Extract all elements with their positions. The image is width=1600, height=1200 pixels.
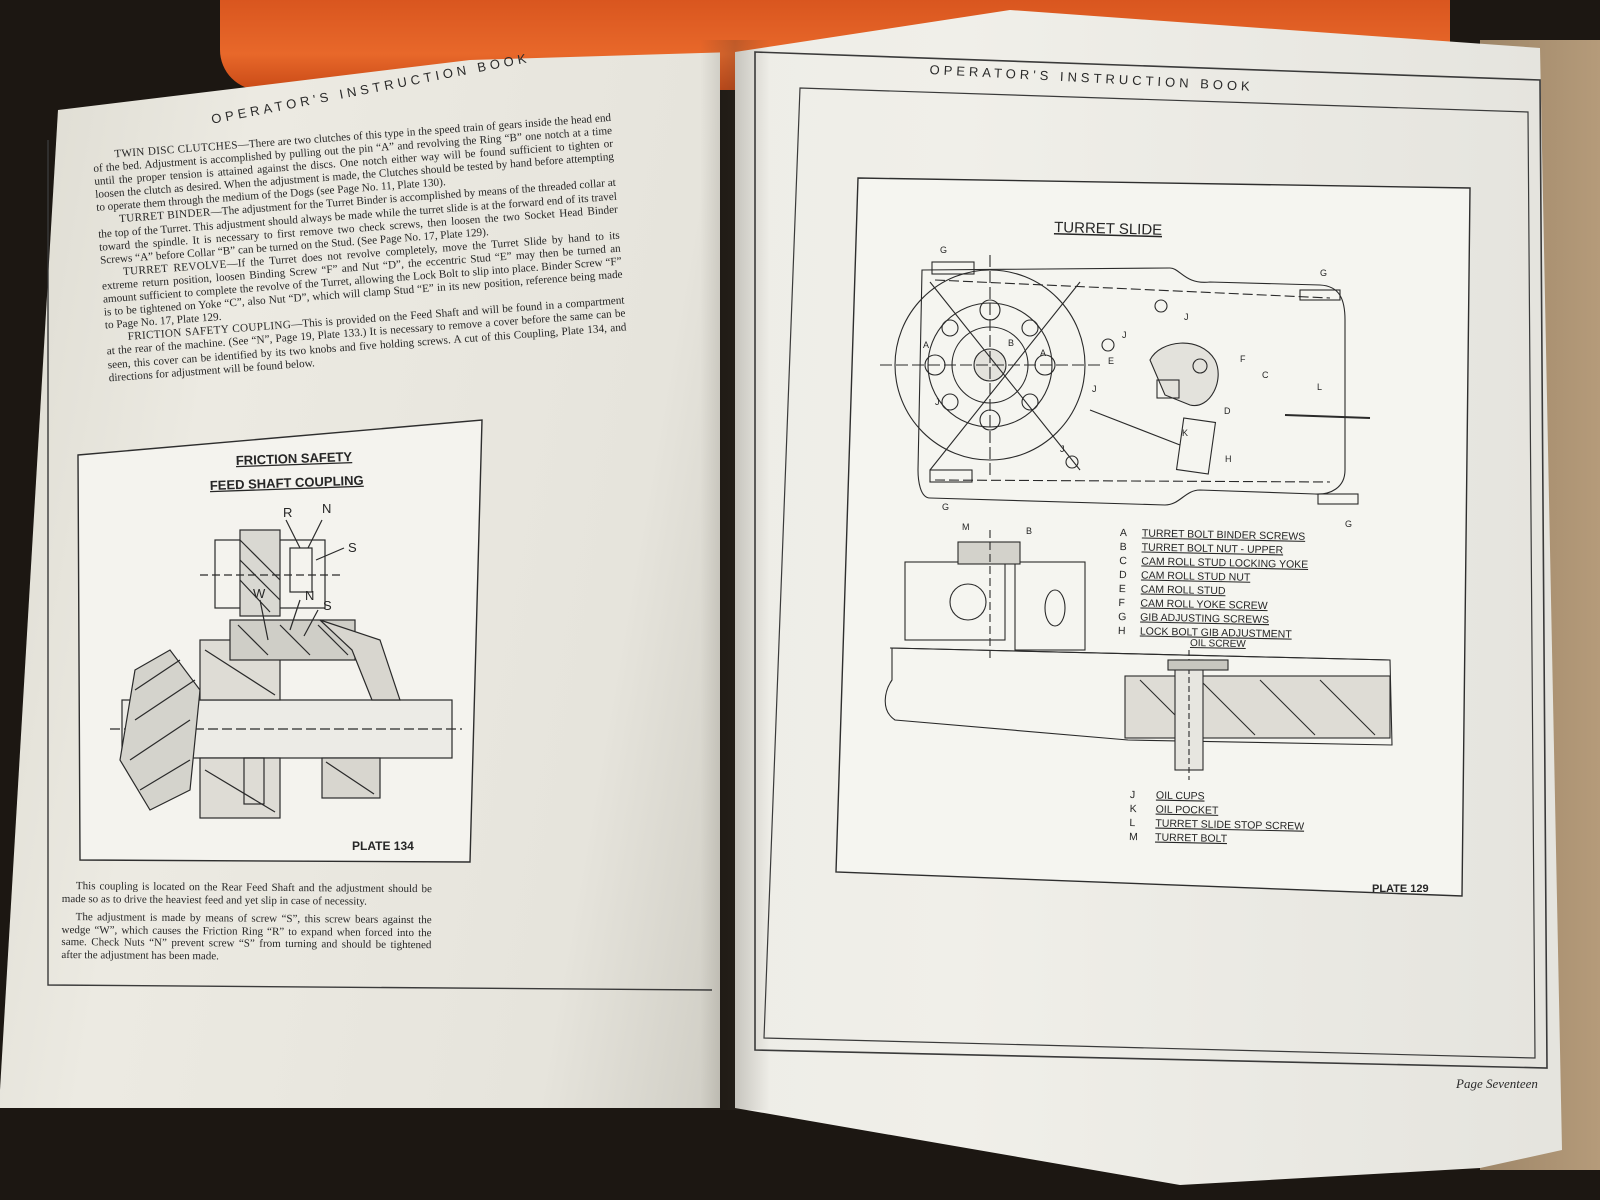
- legend-key-j: J: [1130, 789, 1136, 801]
- left-page-frame: [47, 140, 713, 991]
- callout-j-bottom: J: [1060, 444, 1065, 454]
- legend-key-l: L: [1129, 817, 1135, 829]
- plate-134-figure: FRICTION SAFETY FEED SHAFT COUPLING R N …: [77, 419, 483, 863]
- callout-b: B: [1008, 338, 1014, 348]
- legend-text-j: OIL CUPS: [1156, 790, 1205, 803]
- label-n-upper: N: [322, 501, 331, 516]
- legend-key-e: E: [1119, 583, 1126, 595]
- legend-text-a: TURRET BOLT BINDER SCREWS: [1142, 527, 1306, 542]
- callout-a-left: A: [923, 340, 929, 350]
- legend-text-b: TURRET BOLT NUT - UPPER: [1142, 541, 1284, 556]
- callout-f: F: [1240, 354, 1246, 364]
- turret-slide-legend-2: J OIL CUPS K OIL POCKET L TURRET SLIDE S…: [1129, 789, 1304, 846]
- legend-text-e: CAM ROLL STUD: [1141, 583, 1226, 597]
- callout-k: K: [1182, 428, 1188, 438]
- turret-slide-side-view: [884, 530, 1393, 780]
- legend-text-d: CAM ROLL STUD NUT: [1141, 569, 1251, 583]
- label-s-upper: S: [348, 540, 357, 555]
- legend-key-k: K: [1130, 803, 1137, 815]
- legend-key-d: D: [1119, 569, 1127, 581]
- plate-129-label: PLATE 129: [1372, 883, 1429, 895]
- callout-g-top-right: G: [1320, 268, 1327, 278]
- callout-j-left: J: [935, 397, 940, 407]
- turret-slide-legend-1: A TURRET BOLT BINDER SCREWS B TURRET BOL…: [1118, 527, 1309, 641]
- label-n-lower: N: [305, 588, 314, 603]
- legend-text-f: CAM ROLL YOKE SCREW: [1140, 597, 1268, 612]
- oil-screw-label: OIL SCREW: [1190, 638, 1246, 650]
- legend-key-m: M: [1129, 831, 1138, 843]
- legend-key-h: H: [1118, 625, 1126, 637]
- right-page-inner-frame: [763, 87, 1536, 1059]
- callout-g-bottom-left: G: [942, 502, 949, 512]
- legend-key-f: F: [1118, 597, 1125, 609]
- page-number: Page Seventeen: [1456, 1076, 1538, 1091]
- callout-j-top: J: [1184, 312, 1189, 322]
- legend-key-g: G: [1118, 611, 1126, 623]
- callout-g-top-left: G: [940, 245, 947, 255]
- legend-text-m: TURRET BOLT: [1155, 832, 1228, 846]
- legend-text-g: GIB ADJUSTING SCREWS: [1140, 611, 1269, 626]
- callout-d: D: [1224, 406, 1231, 416]
- turret-slide-title: TURRET SLIDE: [1054, 219, 1162, 239]
- legend-key-c: C: [1119, 555, 1127, 567]
- callout-b-side: B: [1026, 526, 1032, 536]
- plate-134-title-line1: FRICTION SAFETY: [236, 449, 353, 468]
- right-page-outer-frame: [754, 51, 1548, 1069]
- label-w: W: [253, 586, 266, 601]
- callout-l: L: [1317, 382, 1322, 392]
- plate-134-label: PLATE 134: [352, 839, 414, 853]
- label-r-upper: R: [283, 505, 292, 520]
- callout-a-right: A: [1040, 348, 1046, 358]
- legend-key-a: A: [1120, 527, 1127, 539]
- plate-134-title-line2: FEED SHAFT COUPLING: [210, 473, 364, 493]
- plate-129-figure: TURRET SLIDE: [835, 177, 1471, 897]
- turret-slide-plan-view: [880, 255, 1371, 506]
- legend-key-b: B: [1120, 541, 1127, 553]
- coupling-main-section: [110, 599, 462, 819]
- legend-text-h: LOCK BOLT GIB ADJUSTMENT: [1140, 625, 1293, 640]
- book-spine-shadow: [700, 40, 770, 1110]
- legend-text-c: CAM ROLL STUD LOCKING YOKE: [1141, 555, 1308, 570]
- callout-g-bottom-right: G: [1345, 519, 1352, 529]
- callout-j-mid: J: [1122, 330, 1127, 340]
- plan-view-callouts: G G G G J J J J J A A B E F C D K H L: [923, 245, 1352, 529]
- callout-c: C: [1262, 370, 1269, 380]
- callout-m: M: [962, 522, 970, 532]
- callout-e: E: [1108, 356, 1114, 366]
- callout-h: H: [1225, 454, 1232, 464]
- legend-text-k: OIL POCKET: [1156, 804, 1219, 817]
- label-s-lower: S: [323, 598, 332, 613]
- legend-text-l: TURRET SLIDE STOP SCREW: [1155, 818, 1304, 833]
- callout-j-lower: J: [1092, 384, 1097, 394]
